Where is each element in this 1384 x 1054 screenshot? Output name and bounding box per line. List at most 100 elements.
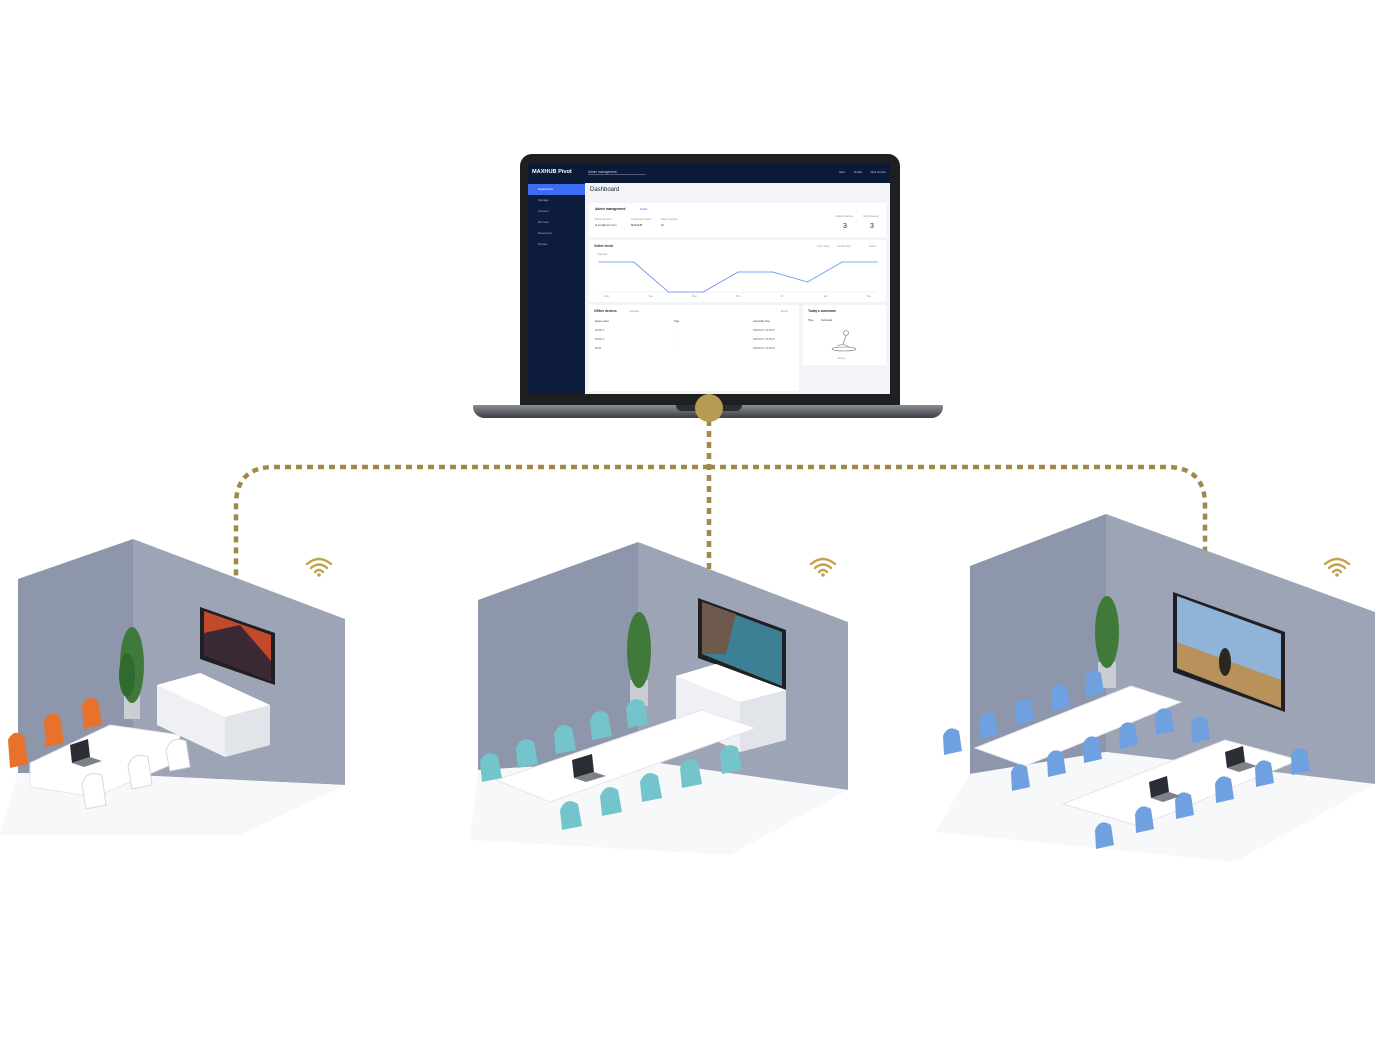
x-tick-label: Thu: [736, 295, 741, 298]
data-point: [807, 281, 808, 283]
hub-dot: [695, 394, 723, 422]
sidebar: Dashboard Manage Account Remote Resource…: [528, 183, 585, 394]
members-label: Open members: [661, 218, 678, 221]
device-name: MX04: [595, 347, 602, 350]
empty-illustration-icon: [831, 330, 857, 352]
connector-right: [709, 464, 1208, 598]
connector-left: [233, 464, 709, 598]
col-device-name: Device name: [595, 320, 609, 323]
col-command: Command: [821, 319, 833, 322]
x-tick-label: Fri: [780, 295, 783, 298]
x-tick-label: Mon: [605, 295, 610, 298]
data-point: [841, 261, 843, 263]
device-tags: -: [674, 338, 675, 341]
device-name: MX001 2: [595, 338, 605, 341]
wifi-icon: [305, 557, 333, 577]
wifi-icon: [809, 557, 837, 577]
online-devices-count: 3: [870, 223, 874, 230]
org-name-value: MAXHUB: [631, 224, 643, 227]
device-last-online: 2023/07/11 15:08:24: [753, 347, 775, 350]
chairs: [943, 670, 1310, 849]
offline-card-title: Offline devices: [594, 309, 617, 313]
trend-chart: Mon Tue Wed Thu Fri Sat Sun: [598, 261, 878, 298]
small-meeting-room: [0, 539, 345, 835]
owner-label: Owner account: [595, 218, 612, 221]
large-meeting-room: [935, 514, 1375, 862]
laptop-screen: MAXHUB Pivot Admin management Alert Emai…: [528, 164, 890, 394]
credenza: [157, 673, 270, 757]
series-line: [599, 261, 877, 293]
x-tick-label: Sat: [824, 295, 828, 298]
col-time: Time: [808, 319, 814, 322]
sidebar-item-resources[interactable]: Resources: [538, 231, 553, 235]
chairs: [8, 697, 102, 768]
chairs-white: [81, 738, 191, 810]
col-last-online: Last online time: [753, 320, 770, 323]
col-tags: Tags: [674, 320, 680, 323]
brand-logo: MAXHUB Pivot: [532, 169, 572, 175]
laptop-icon: [70, 739, 102, 767]
sidebar-item-manage[interactable]: Manage: [538, 198, 549, 202]
trend-export-button[interactable]: Export: [869, 245, 876, 248]
wall-display: [1173, 592, 1285, 712]
sidebar-item-account[interactable]: Account: [538, 209, 549, 213]
range-last-30-days[interactable]: Last 30 days: [837, 245, 851, 248]
x-tick-label: Sun: [867, 295, 872, 298]
wall-display: [200, 607, 275, 685]
laptop-icon: [1225, 746, 1257, 772]
scope-selector[interactable]: Admin management: [588, 170, 646, 175]
command-card: Today's command Time Command Empty: [803, 305, 886, 365]
org-name-label: Organization name: [631, 218, 652, 221]
data-point: [633, 261, 635, 263]
empty-label: Empty: [838, 357, 845, 360]
top-menu: Alert Email Mini Center: [839, 170, 886, 174]
wall-display: [698, 598, 786, 690]
data-point: [876, 261, 878, 263]
sidebar-item-dashboard[interactable]: Dashboard: [528, 184, 585, 195]
plant: [1095, 596, 1119, 688]
owner-value: pl.xxxx@xxxx.com: [595, 224, 617, 227]
available-devices-label: Available devices: [835, 215, 854, 218]
laptop-icon: [1149, 776, 1181, 802]
device-name: MX001 1: [595, 329, 605, 332]
available-devices-count: 3: [843, 223, 847, 230]
org-card: Admin management Details Owner account p…: [589, 203, 886, 237]
top-menu-mini-center[interactable]: Mini Center: [870, 170, 886, 174]
device-tags: -: [674, 329, 675, 332]
plant: [627, 612, 651, 706]
offline-export-button[interactable]: Export: [781, 310, 788, 313]
series-label: 3 devices: [597, 253, 608, 256]
meeting-table: [494, 709, 758, 803]
chairs: [480, 699, 742, 830]
medium-meeting-room: [470, 542, 848, 855]
sidebar-item-system[interactable]: System: [538, 242, 549, 246]
page-title: Dashboard: [590, 187, 620, 193]
laptop-icon: [572, 754, 606, 782]
x-tick-label: Wed: [692, 295, 698, 298]
meeting-table-back: [973, 685, 1183, 767]
data-point: [737, 271, 739, 273]
range-last-7-days[interactable]: Last 7 days: [817, 245, 830, 248]
main-content: Dashboard Admin management Details Owner…: [585, 183, 890, 394]
device-last-online: 2023/07/11 15:08:24: [753, 338, 775, 341]
x-tick-label: Tue: [649, 295, 654, 298]
offline-filter[interactable]: Unlimited: [629, 310, 639, 313]
offline-card: Offline devices Unlimited Export Device …: [589, 305, 799, 391]
online-devices-label: Online devices: [863, 215, 879, 218]
data-point: [598, 261, 600, 263]
org-card-title: Admin management: [595, 207, 626, 211]
details-link[interactable]: Details: [640, 208, 648, 211]
trend-card: Online trend Last 7 days Last 30 days Ex…: [589, 240, 886, 302]
top-menu-alert[interactable]: Alert: [838, 170, 846, 174]
wifi-icon: [1323, 557, 1351, 577]
trend-card-title: Online trend: [594, 244, 613, 248]
top-bar: MAXHUB Pivot Admin management Alert Emai…: [528, 164, 890, 183]
data-point: [772, 271, 774, 273]
device-last-online: 2023/07/11 15:08:24: [753, 329, 775, 332]
top-menu-email[interactable]: Email: [854, 170, 862, 174]
command-card-title: Today's command: [808, 309, 836, 313]
members-value: 10: [661, 224, 664, 227]
data-point: [702, 291, 704, 293]
sidebar-item-remote[interactable]: Remote: [538, 220, 549, 224]
